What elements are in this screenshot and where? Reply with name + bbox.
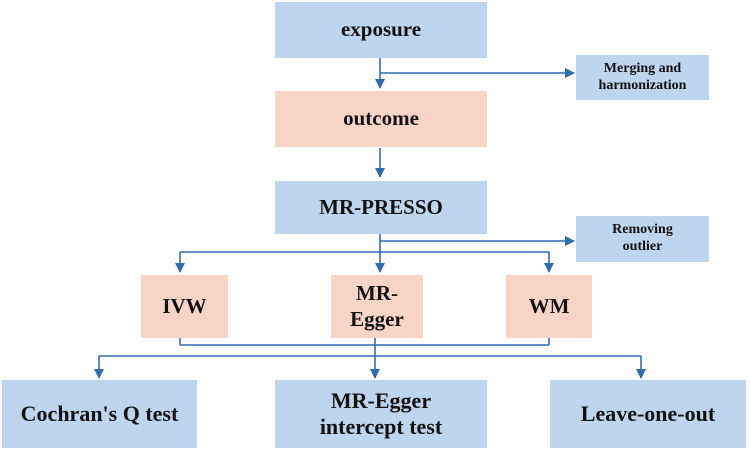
- exposure-label: exposure: [340, 17, 422, 42]
- removing-outlier-label: Removing outlier: [612, 222, 673, 254]
- wm-box: WM: [506, 275, 592, 338]
- ivw-label: IVW: [162, 293, 207, 318]
- leave-one-out-label: Leave-one-out: [580, 400, 716, 426]
- wm-label: WM: [528, 293, 570, 318]
- mr-egger-box: MR- Egger: [331, 275, 423, 338]
- cochran-q-box: Cochran's Q test: [2, 380, 197, 448]
- mr-egger-label: MR- Egger: [350, 281, 404, 331]
- ivw-box: IVW: [141, 275, 228, 338]
- intercept-test-label: MR-Egger intercept test: [319, 387, 443, 439]
- merging-box: Merging and harmonization: [576, 55, 709, 100]
- outcome-box: outcome: [275, 91, 487, 147]
- mr-presso-box: MR-PRESSO: [275, 181, 487, 234]
- outcome-label: outcome: [343, 106, 419, 131]
- cochran-q-label: Cochran's Q test: [20, 400, 179, 426]
- intercept-test-box: MR-Egger intercept test: [275, 380, 487, 448]
- mr-presso-label: MR-PRESSO: [319, 194, 443, 219]
- removing-outlier-box: Removing outlier: [576, 216, 709, 262]
- exposure-box: exposure: [275, 2, 487, 58]
- merging-label: Merging and harmonization: [598, 60, 687, 93]
- leave-one-out-box: Leave-one-out: [550, 380, 746, 448]
